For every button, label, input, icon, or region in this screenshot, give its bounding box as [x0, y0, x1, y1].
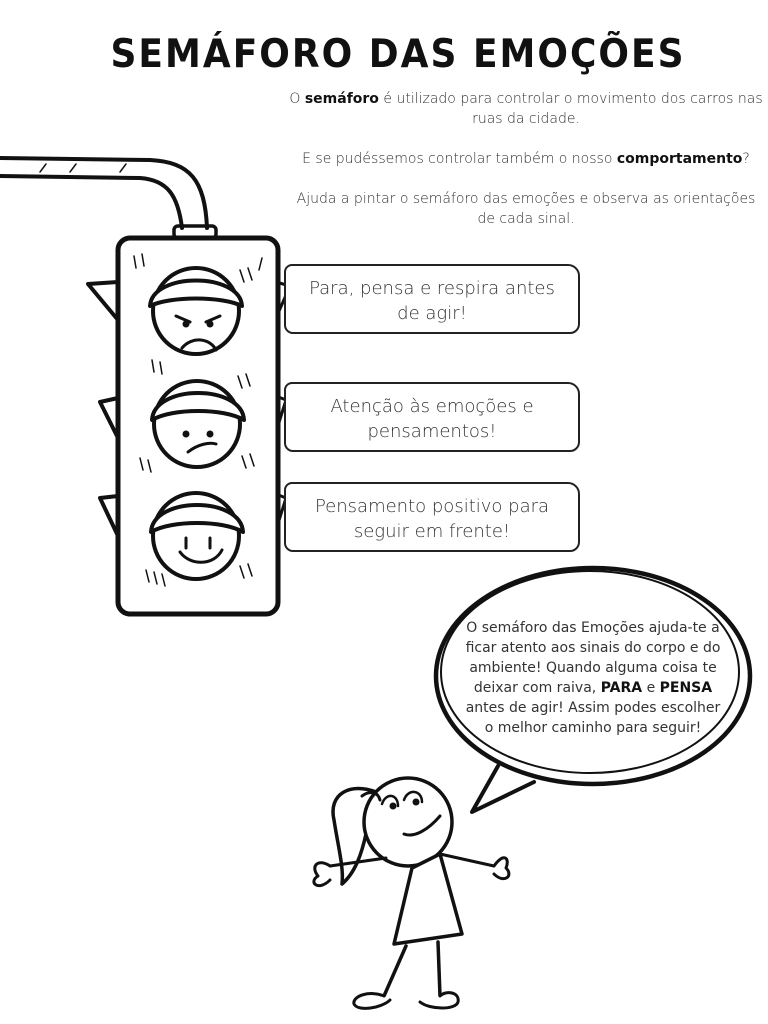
intro-p2-text-after: ? — [742, 151, 750, 167]
green-signal-label: Pensamento positivo para seguir em frent… — [284, 482, 580, 552]
intro-paragraph-3: Ajuda a pintar o semáforo das emoções e … — [296, 191, 756, 227]
intro-paragraph-2: E se pudéssemos controlar também o nosso… — [286, 149, 766, 169]
intro-text: O semáforo é utilizado para controlar o … — [286, 89, 766, 249]
speech-bubble-icon — [433, 565, 753, 814]
intro-p1-text-after: é utilizado para controlar o movimento d… — [378, 91, 763, 127]
happy-face-icon — [149, 491, 245, 581]
yellow-signal-label: Atenção às emoções e pensamentos! — [284, 382, 580, 452]
angry-face-icon — [148, 266, 244, 356]
intro-paragraph-1: O semáforo é utilizado para controlar o … — [286, 89, 766, 129]
speech-bubble-text: O semáforo das Emoções ajuda-te a ficar … — [462, 618, 724, 738]
bubble-bold-pensa: PENSA — [659, 680, 713, 696]
traffic-light-pole-icon — [0, 156, 218, 240]
worried-face-icon — [150, 379, 246, 469]
intro-p1-bold: semáforo — [304, 91, 379, 107]
intro-p2-bold: comportamento — [616, 151, 743, 167]
intro-p2-text: E se pudéssemos controlar também o nosso — [302, 151, 617, 167]
red-signal-label: Para, pensa e respira antes de agir! — [284, 264, 580, 334]
page-title: Semáforo das Emoções — [110, 32, 686, 77]
intro-p1-text: O — [289, 91, 305, 107]
girl-figure-icon — [312, 776, 511, 1010]
bubble-text-2: e — [642, 680, 660, 696]
bubble-text-1: O semáforo das Emoções ajuda-te a ficar … — [465, 620, 721, 696]
bubble-bold-para: PARA — [600, 680, 643, 696]
bubble-text-3: antes de agir! Assim podes escolher o me… — [465, 700, 721, 736]
